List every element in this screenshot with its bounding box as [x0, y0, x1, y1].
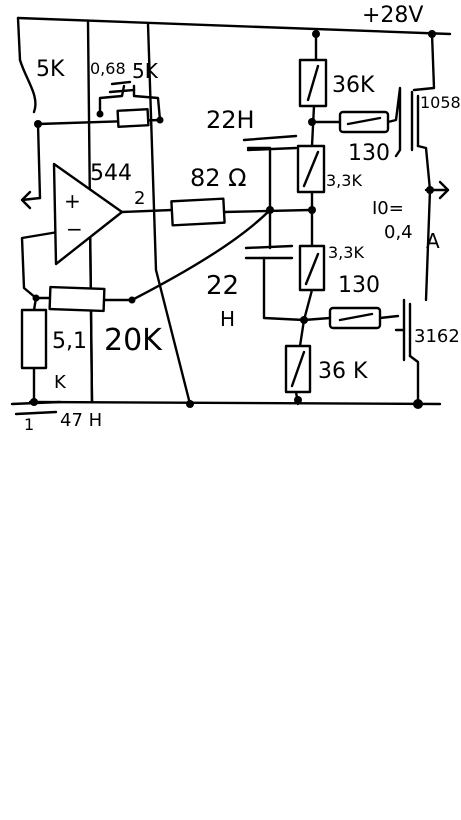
label-pot-left: 5K	[36, 57, 65, 82]
resistor-20k	[48, 285, 106, 313]
label-r-3k3-top: 3,3K	[326, 171, 362, 190]
label-r-130-top: 130	[348, 141, 390, 166]
resistor-82-ohm	[170, 197, 226, 227]
resistor-5k-pot-right	[116, 108, 150, 128]
junction-dots	[30, 30, 436, 409]
label-r-36k-bottom: 36 K	[318, 359, 368, 384]
label-cap-22h-bottom-b: H	[220, 307, 235, 331]
label-r-82: 82 Ω	[190, 164, 247, 192]
opamp-544	[52, 162, 124, 266]
resistor-36k-top	[298, 58, 328, 108]
label-r-36k-top: 36K	[332, 73, 375, 98]
resistor-5k1	[20, 308, 48, 370]
resistor-130-top	[338, 110, 390, 134]
capacitor-22h-top	[242, 134, 298, 152]
label-cap-22h-bottom-a: 22	[206, 271, 239, 301]
resistor-3k3-bottom	[298, 244, 326, 292]
label-r-130-bottom: 130	[338, 273, 380, 298]
label-r-5k1-b: K	[54, 372, 67, 393]
label-opamp-minus: −	[66, 217, 83, 241]
label-output-unit: A	[426, 229, 440, 253]
label-pot-right: 5K	[132, 59, 159, 83]
label-cap-top: 0,68	[90, 59, 126, 78]
label-transistor-bottom: 3162	[414, 326, 460, 347]
label-transistor-top: 1058	[420, 93, 461, 112]
capacitor-22h-bottom	[244, 244, 294, 260]
label-opamp-plus: +	[64, 189, 81, 213]
label-cap-22h-top: 22H	[206, 106, 255, 134]
resistor-130-bottom	[328, 306, 382, 330]
label-output-val: 0,4	[384, 222, 413, 243]
resistor-36k-bottom	[284, 344, 312, 394]
label-r-5k1-a: 5,1	[52, 329, 87, 354]
label-battery-mark: 1	[24, 415, 34, 434]
label-output-eq: I0=	[372, 198, 404, 219]
label-opamp-pin: 2	[134, 188, 145, 209]
label-r-20k: 20K	[104, 323, 163, 358]
label-cap-47h: 47 H	[60, 410, 102, 431]
circuit-schematic: +28V 5K 0,68 5K 544 2 + − 82 Ω 36K 22H 1…	[10, 3, 461, 434]
resistor-3k3-top	[296, 144, 326, 194]
label-r-3k3-bottom: 3,3K	[328, 243, 364, 262]
supply-voltage-label: +28V	[362, 3, 423, 28]
capacitor-0-68	[108, 80, 136, 94]
label-opamp-part: 544	[90, 161, 132, 186]
